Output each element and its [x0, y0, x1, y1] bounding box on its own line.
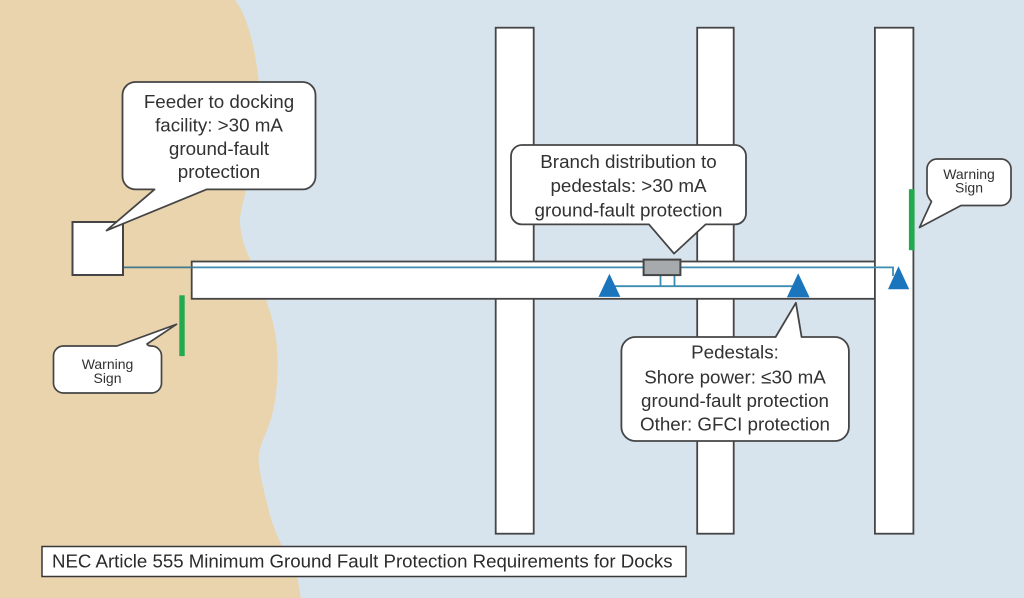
svg-text:Shore power: ≤30 mA: Shore power: ≤30 mA — [644, 366, 826, 387]
svg-text:pedestals: >30 mA: pedestals: >30 mA — [550, 175, 707, 196]
svg-text:ground-fault: ground-fault — [169, 138, 270, 159]
svg-text:Warning: Warning — [82, 356, 134, 372]
svg-text:Other: GFCI protection: Other: GFCI protection — [640, 413, 830, 434]
svg-text:protection: protection — [178, 161, 260, 182]
svg-text:Branch distribution to: Branch distribution to — [540, 151, 716, 172]
svg-text:Warning: Warning — [943, 166, 995, 182]
svg-text:Sign: Sign — [955, 180, 983, 196]
svg-text:Feeder to docking: Feeder to docking — [144, 91, 294, 112]
svg-text:ground-fault protection: ground-fault protection — [535, 200, 723, 221]
svg-text:NEC Article 555 Minimum Ground: NEC Article 555 Minimum Ground Fault Pro… — [52, 551, 673, 572]
svg-text:Pedestals:: Pedestals: — [691, 342, 779, 363]
svg-text:facility: >30 mA: facility: >30 mA — [155, 114, 283, 135]
svg-text:ground-fault protection: ground-fault protection — [641, 390, 829, 411]
svg-text:Sign: Sign — [93, 370, 121, 386]
